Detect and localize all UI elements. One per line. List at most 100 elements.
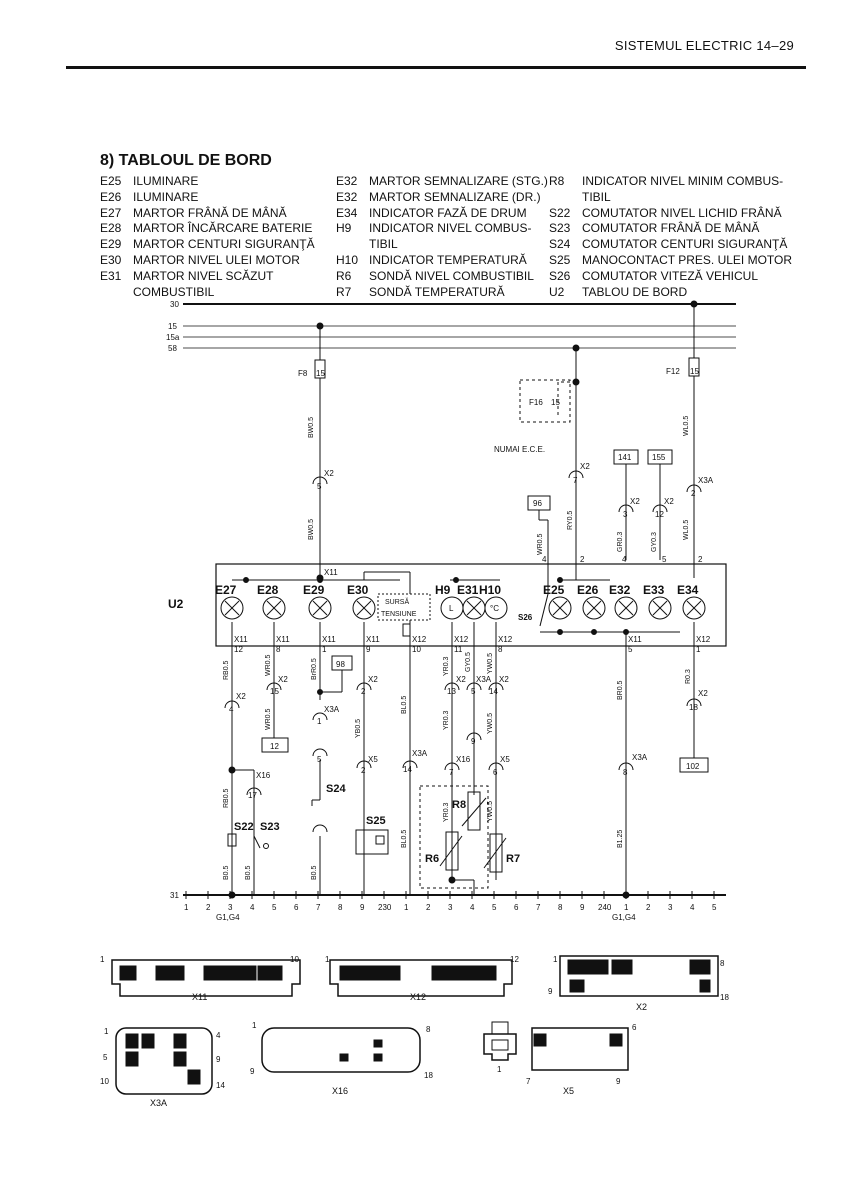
lamp-cross-mark <box>652 600 668 616</box>
svg-text:X11: X11 <box>628 635 642 644</box>
power-rails: 30 15 15a 58 <box>166 300 736 353</box>
svg-text:X2: X2 <box>368 675 378 684</box>
svg-text:5: 5 <box>317 755 322 764</box>
legend-text: COMUTATOR FRÂNĂ DE MÂNĂ <box>582 221 760 236</box>
ref-box-141: 141 <box>618 453 632 462</box>
ground-pin-number: 4 <box>690 903 695 912</box>
sensor-r7-label: R7 <box>506 853 520 865</box>
fuse-pin: 15 <box>316 369 325 378</box>
ground-pin-number: 5 <box>492 903 497 912</box>
lamp-cross-mark <box>466 600 482 616</box>
connector-x5: 6 7 9 X5 <box>526 1023 637 1096</box>
svg-text:4: 4 <box>542 555 547 564</box>
connector-x16: 1 8 9 18 X16 <box>250 1021 433 1096</box>
svg-text:17: 17 <box>248 791 257 800</box>
legend-code: E32 <box>336 174 358 188</box>
connector-name: X5 <box>563 1086 574 1096</box>
legend-code: S23 <box>549 221 571 236</box>
svg-text:14: 14 <box>403 765 412 774</box>
svg-text:3: 3 <box>623 510 628 519</box>
ground-pin-number: 6 <box>514 903 519 912</box>
svg-text:4: 4 <box>229 705 234 714</box>
wire-label: YW0.5 <box>487 713 494 734</box>
wire-label: YR0.3 <box>443 710 450 730</box>
legend-text: COMUTATOR NIVEL LICHID FRÂNĂ <box>582 205 782 220</box>
svg-text:9: 9 <box>471 737 476 746</box>
legend-text: COMBUSTIBIL <box>133 284 215 299</box>
wire-label: BL0.5 <box>401 830 408 848</box>
legend-text: TABLOU DE BORD <box>582 284 688 299</box>
legend-code: E31 <box>100 268 122 283</box>
ground-pin-number: 8 <box>558 903 563 912</box>
connector-x2: 1 8 9 18 X2 <box>548 955 729 1012</box>
switch-s25-label: S25 <box>366 815 386 827</box>
svg-text:14: 14 <box>489 687 498 696</box>
legend-text: SONDĂ TEMPERATURĂ <box>369 284 505 299</box>
svg-text:X3A: X3A <box>476 675 492 684</box>
fuse-label: F12 <box>666 367 680 376</box>
wire-label: WL0.5 <box>683 520 690 540</box>
ground-pin-number: 4 <box>470 903 475 912</box>
svg-text:8: 8 <box>498 645 503 654</box>
legend-text: ILUMINARE <box>133 174 199 188</box>
ground-pin-number: 5 <box>712 903 717 912</box>
ground-pin-number: 230 <box>378 903 392 912</box>
svg-text:X2: X2 <box>698 689 708 698</box>
connector-name: X2 <box>636 1002 647 1012</box>
svg-text:7: 7 <box>573 476 578 485</box>
wire-label: WL0.5 <box>683 416 690 436</box>
svg-text:18: 18 <box>689 703 698 712</box>
svg-text:X3A: X3A <box>412 749 428 758</box>
wire-label: B0.5 <box>245 865 252 880</box>
wire-label: BR0.5 <box>617 680 624 700</box>
wire-label: YW0.5 <box>487 801 494 822</box>
legend-text: MARTOR ÎNCĂRCARE BATERIE <box>133 221 313 236</box>
legend-code: S25 <box>549 252 571 267</box>
wire-label: RB0.5 <box>223 660 230 680</box>
svg-text:8: 8 <box>276 645 281 654</box>
legend-code: S26 <box>549 268 571 283</box>
lamp-label-e34: E34 <box>677 583 699 597</box>
connector-name: X12 <box>410 992 426 1002</box>
ground-pin-number: 5 <box>272 903 277 912</box>
fuse-f16-branch: F16 15 NUMAI E.C.E. X2 7 RY0.5 2 <box>494 344 590 580</box>
legend-item: TIBIL <box>549 190 792 206</box>
rail-label: 15a <box>166 333 180 342</box>
svg-text:X11: X11 <box>366 635 380 644</box>
lamp-label-e31: E31 <box>457 583 479 597</box>
wire-label: B0.5 <box>223 865 230 880</box>
connector-pin: 9 <box>548 987 553 996</box>
svg-text:7: 7 <box>449 768 454 777</box>
legend-code: E25 <box>100 174 122 188</box>
rail-label: 30 <box>170 300 179 309</box>
connector-pin: 8 <box>426 1025 431 1034</box>
legend-code: H10 <box>336 252 359 267</box>
switch-s22-label: S22 <box>234 821 254 833</box>
ground-pin-number: 3 <box>228 903 233 912</box>
connector-pin: 1 <box>100 955 105 964</box>
lamp-label-e28: E28 <box>257 583 279 597</box>
connector-x11: 1 10 X11 <box>100 955 301 1002</box>
wire-label: BW0.5 <box>308 417 315 438</box>
ref-box-96: 96 <box>533 499 542 508</box>
legend-text: MARTOR NIVEL SCĂZUT <box>133 268 274 283</box>
ground-pin-number: 2 <box>426 903 431 912</box>
switch-s23-label: S23 <box>260 821 280 833</box>
connector-pin: 14 <box>216 1081 225 1090</box>
svg-text:5: 5 <box>662 555 667 564</box>
svg-text:X11: X11 <box>322 635 336 644</box>
connector-pin: 9 <box>216 1055 221 1064</box>
legend-item: E25 ILUMINARE <box>100 174 315 190</box>
svg-text:6: 6 <box>493 768 498 777</box>
instrument-panel: U2 S26 SURSĂ TENSIUNE <box>168 563 727 647</box>
connector-pin: 10 <box>100 1077 109 1086</box>
legend-text: INDICATOR NIVEL COMBUS- <box>369 221 532 236</box>
svg-text:X11: X11 <box>324 568 338 577</box>
legend-text: TIBIL <box>582 189 611 204</box>
